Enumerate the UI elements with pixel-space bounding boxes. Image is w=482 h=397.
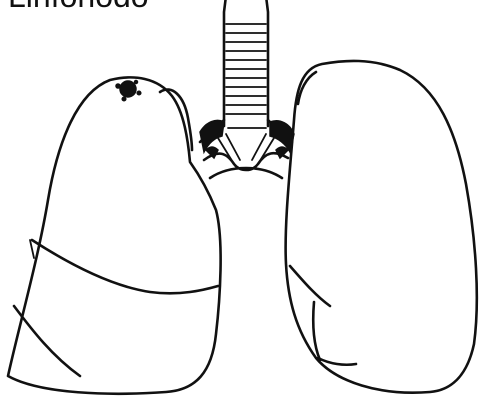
left-lung <box>8 77 221 393</box>
left-lung-oblique-fissure <box>32 240 218 293</box>
trachea-rings <box>226 24 266 114</box>
right-lung-fissure <box>290 266 330 306</box>
right-lung-apex-fold <box>298 72 316 104</box>
trachea <box>224 0 268 126</box>
right-lung <box>286 61 477 393</box>
lymph-node-spot <box>120 81 136 97</box>
trachea-left-wall <box>224 0 226 126</box>
right-lung-lower-lobe-edge <box>313 302 320 360</box>
trachea-right-wall <box>266 0 268 126</box>
left-lung-lower-fissure <box>14 306 80 376</box>
right-lung-base-fold <box>318 358 356 365</box>
